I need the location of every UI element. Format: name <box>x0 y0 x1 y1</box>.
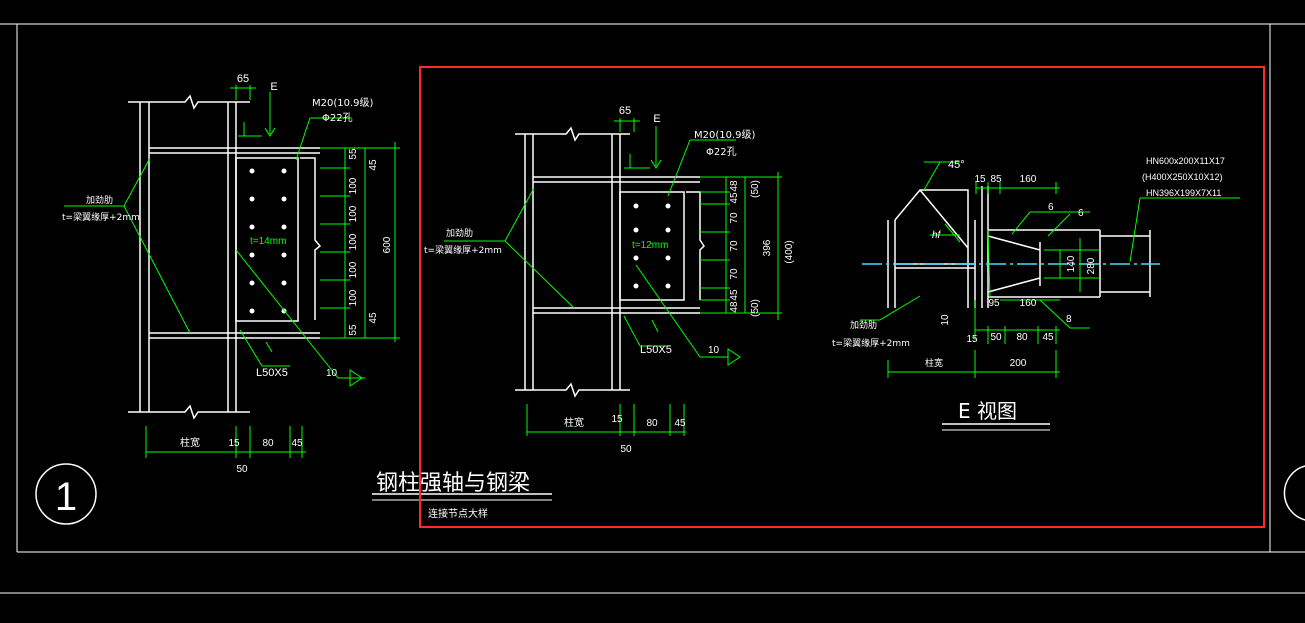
left-section-mark: E <box>270 81 277 93</box>
e-view-dim-160b: 160 <box>1020 298 1037 309</box>
middle-plate-thickness: t=12mm <box>632 240 668 251</box>
left-weld-size: 10 <box>326 368 338 379</box>
middle-total-dim-alt: (400) <box>784 240 795 263</box>
svg-text:100: 100 <box>348 177 359 194</box>
drawing-title-main: 钢柱强轴与钢梁 <box>376 471 530 496</box>
svg-text:100: 100 <box>348 261 359 278</box>
svg-text:70: 70 <box>729 212 740 224</box>
svg-text:柱宽: 柱宽 <box>564 416 584 429</box>
svg-text:70: 70 <box>729 240 740 252</box>
e-view-section-1: HN600x200X11X17 <box>1146 156 1225 166</box>
svg-text:80: 80 <box>646 418 658 429</box>
svg-text:15: 15 <box>966 334 978 345</box>
middle-detail: 65 E M20(10.9级) Φ22孔 加劲肋 t=梁翼缘厚+2mm t=12… <box>424 105 795 455</box>
e-view-total-dim: 200 <box>1010 358 1027 369</box>
e-view-weld-8: 8 <box>1066 314 1072 325</box>
svg-text:80: 80 <box>262 438 274 449</box>
left-bolt-label: M20(10.9级) <box>312 97 374 109</box>
svg-text:48: 48 <box>729 301 740 313</box>
e-view-top-dims: 15 85 160 <box>974 174 1036 185</box>
middle-hole-label: Φ22孔 <box>706 146 737 158</box>
middle-right-dims: 48 45 70 70 70 45 48 <box>729 180 740 313</box>
e-view-detail: 45° hf 15 85 160 6 6 HN600x200X11X17 (H4… <box>832 156 1240 431</box>
middle-bolt-grid <box>633 203 671 289</box>
left-top-dim: 65 <box>237 73 249 85</box>
e-view-weld-6a: 6 <box>1048 202 1054 213</box>
e-view-bottom-dims: 15 50 80 45 <box>966 332 1054 345</box>
svg-text:50: 50 <box>990 332 1002 343</box>
svg-text:100: 100 <box>348 289 359 306</box>
left-bottom-sub-dim: 50 <box>236 464 248 475</box>
detail-callout-number: 1 <box>55 475 77 519</box>
middle-angle-label: L50X5 <box>640 344 672 356</box>
left-angle-label: L50X5 <box>256 367 288 379</box>
e-view-stiffener-label-2: t=梁翼缘厚+2mm <box>832 337 910 349</box>
e-view-stiffener-label-1: 加劲肋 <box>850 319 877 331</box>
e-view-dim-140: 140 <box>1066 255 1077 272</box>
svg-text:45: 45 <box>368 312 379 324</box>
svg-text:55: 55 <box>348 324 359 336</box>
left-plate-thickness: t=14mm <box>250 236 286 247</box>
svg-text:45: 45 <box>674 418 686 429</box>
svg-text:(50): (50) <box>750 299 761 317</box>
svg-text:15: 15 <box>974 174 986 185</box>
left-right-dims-a: 55 100 100 100 100 100 55 <box>348 148 359 336</box>
detail-callout-circle <box>35 463 97 525</box>
left-bolt-grid <box>249 168 287 314</box>
svg-text:55: 55 <box>348 148 359 160</box>
svg-text:45: 45 <box>729 192 740 204</box>
svg-text:15: 15 <box>611 414 623 425</box>
middle-bottom-sub-dim: 50 <box>620 444 632 455</box>
svg-text:85: 85 <box>990 174 1002 185</box>
e-view-angle: 45° <box>948 159 965 171</box>
middle-stiffener-label-1: 加劲肋 <box>446 227 473 239</box>
left-total-dim: 600 <box>382 236 393 253</box>
svg-text:15: 15 <box>228 438 240 449</box>
e-view-weld-hf: hf <box>932 230 942 241</box>
e-view-section-3: HN396X199X7X11 <box>1146 188 1221 198</box>
e-view-title: E 视图 <box>958 399 1017 423</box>
left-stiffener-label-1: 加劲肋 <box>86 194 113 206</box>
middle-paren-dims: (50) (50) <box>750 180 761 317</box>
svg-text:48: 48 <box>729 180 740 192</box>
selection-highlight[interactable] <box>419 66 1265 528</box>
e-view-weld-6b: 6 <box>1078 208 1084 219</box>
svg-text:45: 45 <box>291 438 303 449</box>
middle-stiffener-label-2: t=梁翼缘厚+2mm <box>424 244 502 256</box>
svg-text:100: 100 <box>348 205 359 222</box>
svg-text:160: 160 <box>1020 174 1037 185</box>
middle-section-mark: E <box>653 113 660 125</box>
left-hole-label: Φ22孔 <box>322 112 353 124</box>
svg-text:45: 45 <box>368 159 379 171</box>
svg-text:45: 45 <box>729 289 740 301</box>
svg-text:70: 70 <box>729 268 740 280</box>
left-right-dims-b: 45 45 <box>368 159 379 324</box>
drawing-title-sub: 连接节点大样 <box>428 507 488 520</box>
e-view-weld-10: 10 <box>940 314 951 326</box>
next-callout-circle-partial <box>1283 465 1305 521</box>
drawing-frame <box>0 23 1305 594</box>
e-view-dim-280: 280 <box>1086 257 1097 274</box>
left-bottom-dims: 柱宽 15 80 45 <box>180 436 303 449</box>
e-view-dim-95: 95 <box>988 298 1000 309</box>
svg-text:45: 45 <box>1042 332 1054 343</box>
middle-top-dim: 65 <box>619 105 631 117</box>
middle-bolt-label: M20(10.9级) <box>694 129 756 141</box>
e-view-section-2: (H400X250X10X12) <box>1142 172 1223 182</box>
e-view-col-width: 柱宽 <box>925 357 943 369</box>
middle-weld-size: 10 <box>708 345 720 356</box>
svg-text:柱宽: 柱宽 <box>180 436 200 449</box>
svg-text:80: 80 <box>1016 332 1028 343</box>
left-detail: 65 E M20(10.9级) Φ22孔 加劲肋 t=梁翼缘厚+2mm t=14… <box>35 73 552 525</box>
middle-total-dim: 396 <box>762 239 773 256</box>
left-stiffener-label-2: t=梁翼缘厚+2mm <box>62 211 140 223</box>
svg-text:100: 100 <box>348 233 359 250</box>
middle-bottom-dims: 柱宽 15 80 45 <box>564 414 686 429</box>
svg-text:(50): (50) <box>750 180 761 198</box>
